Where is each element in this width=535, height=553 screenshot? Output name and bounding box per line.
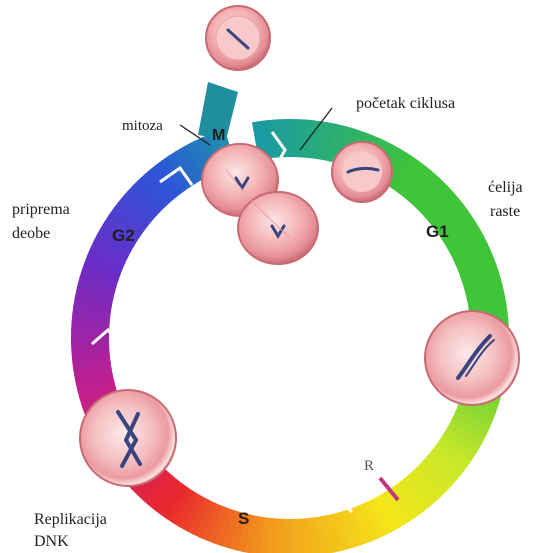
label-raste: raste bbox=[490, 203, 520, 220]
restriction-label: R bbox=[364, 458, 374, 474]
phase-label-m: M bbox=[212, 127, 225, 144]
phase-label-g1: G1 bbox=[426, 222, 449, 241]
cell-dividing bbox=[202, 144, 318, 264]
label-mitoza: mitoza bbox=[122, 118, 163, 134]
phase-label-s: S bbox=[238, 509, 249, 528]
cell-g1-large bbox=[425, 311, 519, 405]
label-dnk: DNK bbox=[34, 533, 69, 550]
phase-label-g2: G2 bbox=[112, 226, 135, 245]
label-celija: ćelija bbox=[488, 179, 523, 196]
label-pocetak-ciklusa: početak ciklusa bbox=[356, 95, 455, 112]
label-deobe: deobe bbox=[12, 225, 50, 242]
label-replikacija: Replikacija bbox=[34, 511, 107, 528]
label-priprema: priprema bbox=[12, 201, 70, 218]
cell-g1-early bbox=[332, 142, 392, 202]
cell-s-replicated bbox=[80, 390, 176, 486]
cell-top bbox=[206, 6, 270, 70]
